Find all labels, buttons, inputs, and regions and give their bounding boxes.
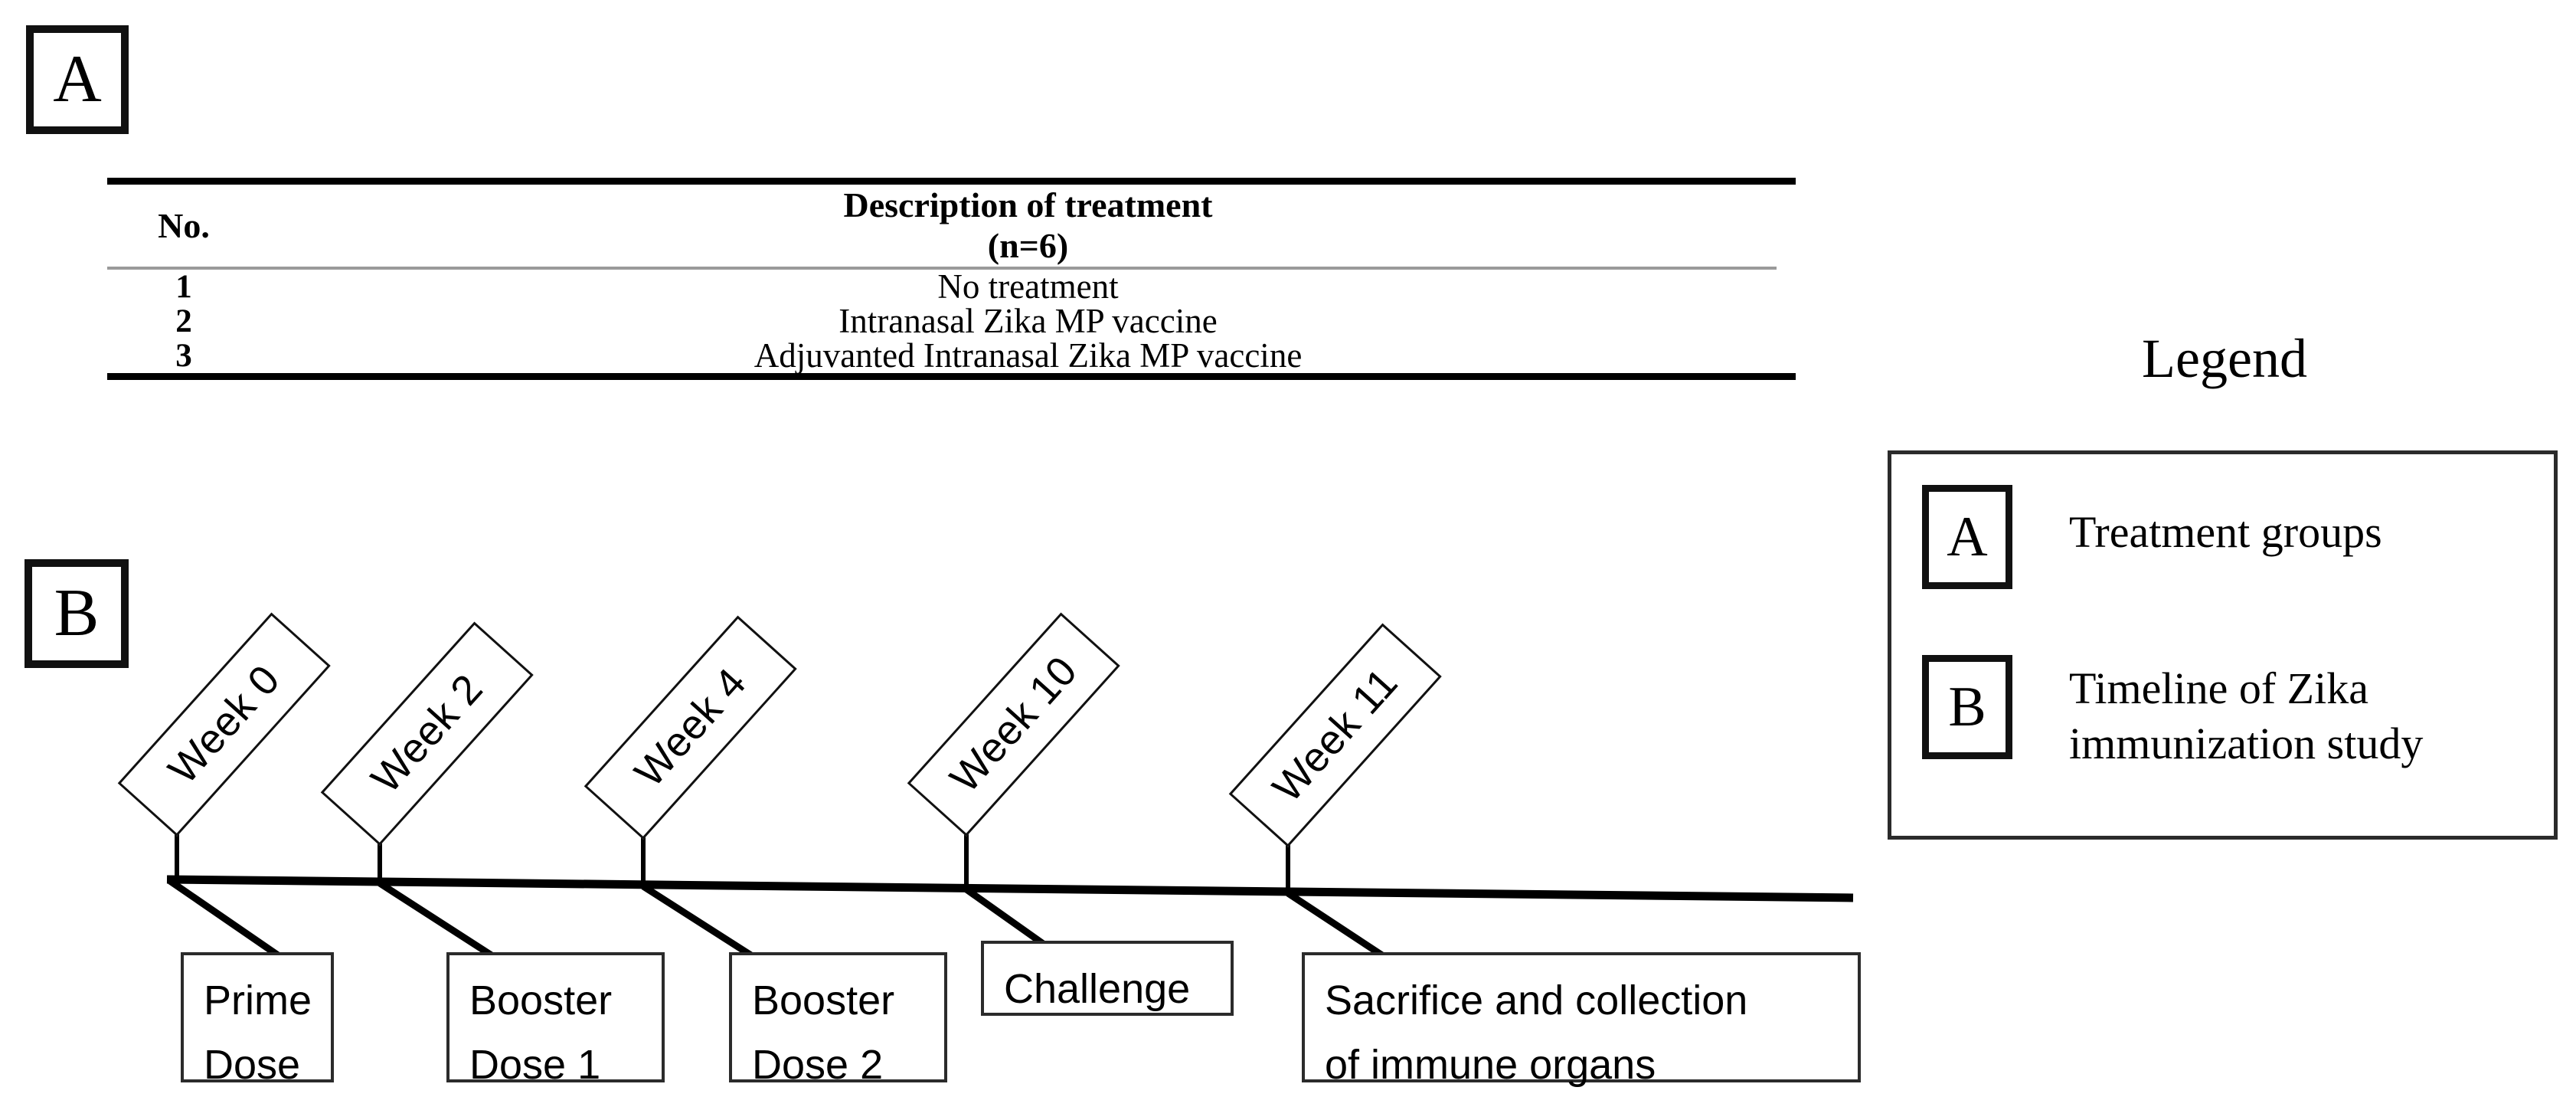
table-rule-top [107, 178, 1796, 185]
treatment-table: No. Description of treatment (n=6) [107, 185, 1796, 267]
table-header: No. Description of treatment (n=6) [107, 185, 1796, 267]
row-description: Intranasal Zika MP vaccine [839, 301, 1218, 340]
table-rule-bottom [107, 372, 1796, 380]
row-description: Adjuvanted Intranasal Zika MP vaccine [754, 336, 1303, 375]
legend-title: Legend [2142, 328, 2307, 389]
row-description: No treatment [937, 267, 1119, 306]
row-number: 3 [175, 337, 192, 374]
row-number: 1 [175, 268, 192, 305]
timeline-leader-prime-dose [168, 878, 283, 960]
legend-text-a: Treatment groups [2069, 507, 2382, 557]
table-row: 3 Adjuvanted Intranasal Zika MP vaccine [107, 336, 1796, 375]
column-header-description-line2: (n=6) [987, 226, 1069, 266]
timeline-leader-booster-2 [641, 883, 756, 960]
table-rule-middle [107, 266, 1777, 270]
treatment-groups-table: No. Description of treatment (n=6) 1 No … [107, 178, 1796, 380]
row-number: 2 [175, 303, 192, 339]
timeline-event-prime-dose: Prime Dose [181, 952, 334, 1088]
column-header-description: Description of treatment (n=6) [260, 185, 1796, 267]
legend-entry-a: A Treatment groups [1922, 485, 2382, 589]
panel-label-b: B [25, 559, 129, 668]
timeline-event-sacrifice: Sacrifice and collection of immune organ… [1302, 952, 1861, 1088]
timeline-leader-booster-1 [378, 880, 496, 960]
legend-badge-a: A [1922, 485, 2012, 589]
table-row: 1 No treatment [107, 267, 1796, 306]
timeline-leader-sacrifice [1286, 890, 1387, 960]
treatment-table-body: 1 No treatment 2 Intranasal Zika MP vacc… [107, 267, 1796, 375]
legend-badge-b: B [1922, 655, 2012, 759]
timeline-event-challenge: Challenge [981, 941, 1234, 1016]
panel-label-a: A [26, 25, 129, 134]
timeline-baseline [166, 875, 1854, 902]
legend-text-b: Timeline of Zika immunization study [2069, 663, 2424, 768]
legend-box: A Treatment groups B Timeline of Zika im… [1888, 450, 2558, 840]
timeline-event-booster-dose-1: Booster Dose 1 [446, 952, 665, 1088]
column-header-description-line1: Description of treatment [843, 185, 1213, 224]
timeline-leader-challenge [964, 886, 1050, 950]
table-header-row: No. Description of treatment (n=6) [107, 185, 1796, 267]
column-header-no: No. [158, 205, 210, 245]
legend-entry-b: B Timeline of Zika immunization study [1922, 655, 2423, 771]
timeline-event-booster-dose-2: Booster Dose 2 [729, 952, 947, 1088]
table-row: 2 Intranasal Zika MP vaccine [107, 301, 1796, 340]
